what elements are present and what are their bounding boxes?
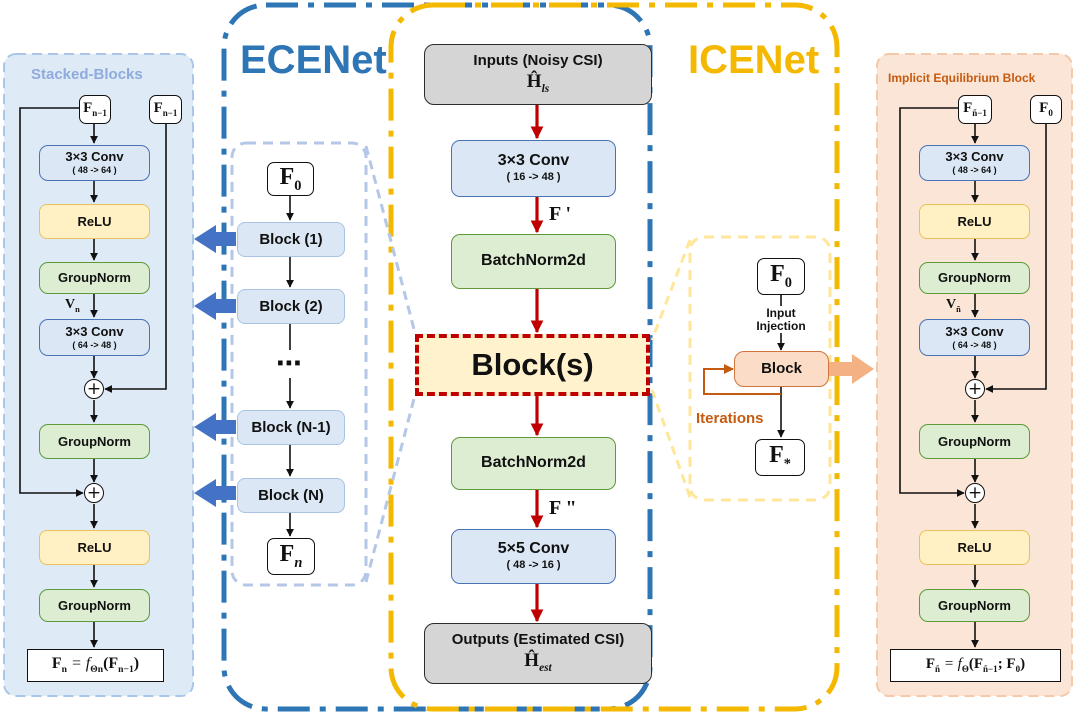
implicit-groupnorm-3: GroupNorm (919, 589, 1030, 622)
stacked-relu-1: ReLU (39, 204, 150, 239)
implicit-add-1: + (965, 379, 985, 399)
implicit-block-title: Implicit Equilibrium Block (888, 71, 1036, 85)
implicit-relu-2: ReLU (919, 530, 1030, 565)
stacked-blocks-title: Stacked-Blocks (31, 66, 143, 83)
implicit-conv-2: 3×3 Conv( 64 -> 48 ) (919, 319, 1030, 356)
ecenet-ellipsis: ⋯ (276, 348, 302, 378)
implicit-conv-1: 3×3 Conv( 48 -> 64 ) (919, 145, 1030, 181)
ecenet-block-n: Block (N) (237, 478, 345, 513)
outputs-estimated-csi: Outputs (Estimated CSI) Ĥest (424, 623, 652, 684)
ecenet-output-fn: Fn (267, 538, 315, 575)
implicit-v-label: Vñ (946, 297, 961, 314)
iterations-label: Iterations (696, 410, 764, 427)
ecenet-block-2: Block (2) (237, 289, 345, 324)
implicit-input-prev: Fñ−1 (958, 95, 992, 124)
stacked-input-prev: Fn−1 (79, 95, 111, 124)
stacked-conv-2: 3×3 Conv( 64 -> 48 ) (39, 319, 150, 356)
stacked-v-label: Vn (65, 297, 80, 314)
implicit-groupnorm-1: GroupNorm (919, 262, 1030, 294)
inputs-noisy-csi: Inputs (Noisy CSI) Ĥls (424, 44, 652, 105)
stacked-relu-2: ReLU (39, 530, 150, 565)
icenet-frame (388, 2, 840, 712)
stacked-groupnorm-1: GroupNorm (39, 262, 150, 294)
ecenet-block-1: Block (1) (237, 222, 345, 257)
ecenet-block-n-1: Block (N-1) (237, 410, 345, 445)
stacked-equation: Fn = fΘn(Fn−1) (27, 649, 164, 682)
feature-f-prime: F ' (549, 203, 572, 225)
stacked-add-2: + (84, 483, 104, 503)
main-conv-5x5: 5×5 Conv( 48 -> 16 ) (451, 529, 616, 584)
implicit-input-f0: F0 (1030, 95, 1062, 124)
main-batchnorm-2: BatchNorm2d (451, 437, 616, 490)
icenet-block: Block (734, 351, 829, 387)
main-blocks: Block(s) (415, 334, 650, 396)
main-conv-3x3: 3×3 Conv( 16 -> 48 ) (451, 140, 616, 197)
input-injection-label: Input Injection (756, 306, 806, 333)
icenet-title: ICENet (688, 38, 820, 82)
ecenet-input-f0: F0 (267, 162, 314, 196)
stacked-input-skip: Fn−1 (149, 95, 182, 124)
stacked-add-1: + (84, 379, 104, 399)
stacked-conv-1: 3×3 Conv( 48 -> 64 ) (39, 145, 150, 181)
implicit-relu-1: ReLU (919, 204, 1030, 239)
implicit-add-2: + (965, 483, 985, 503)
stacked-groupnorm-2: GroupNorm (39, 424, 150, 459)
implicit-equation: Fñ = fΘ(Fñ−1; F0) (890, 649, 1061, 682)
ecenet-title: ECENet (240, 38, 387, 82)
icenet-output-fstar: F* (755, 439, 805, 476)
main-batchnorm-1: BatchNorm2d (451, 234, 616, 289)
block-detail-arrows (194, 225, 236, 507)
stacked-groupnorm-3: GroupNorm (39, 589, 150, 622)
implicit-detail-arrow (828, 354, 874, 384)
icenet-input-f0: F0 (757, 258, 805, 295)
implicit-groupnorm-2: GroupNorm (919, 424, 1030, 459)
feature-f-double-prime: F " (549, 497, 577, 519)
